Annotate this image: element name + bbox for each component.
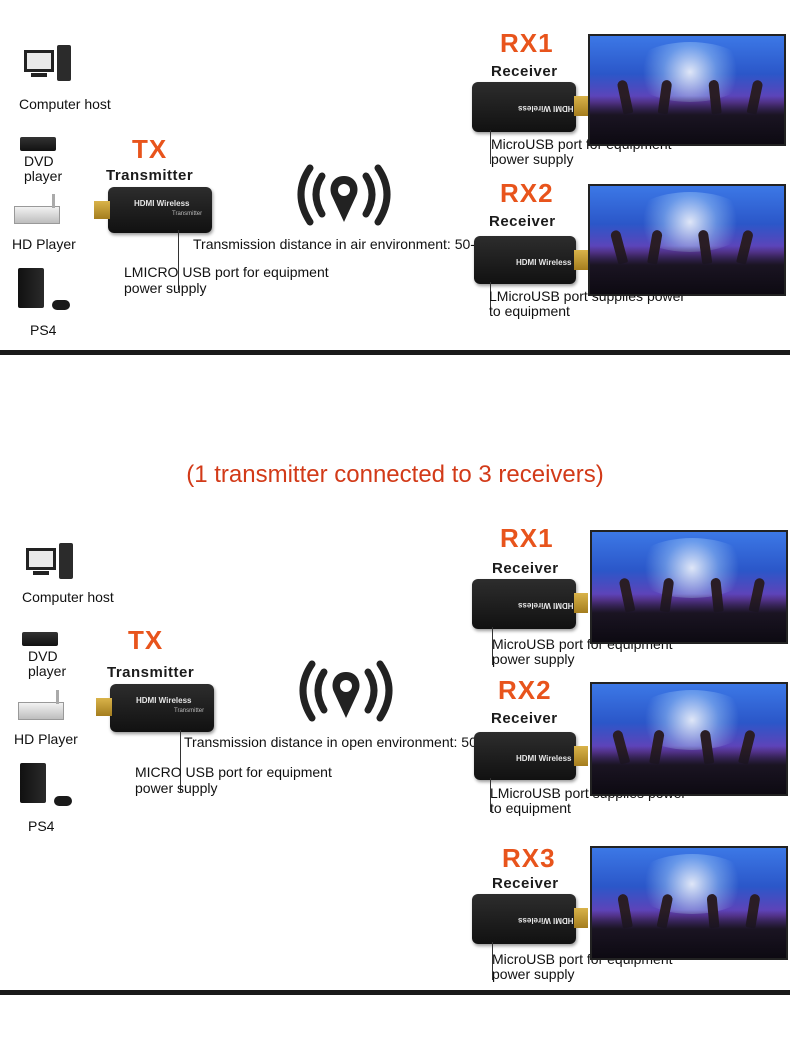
rx2-dongle: HDMI Wireless: [474, 236, 588, 284]
tx-dongle-2: HDMI Wireless Transmitter: [96, 684, 214, 732]
rx3-dongle: HDMI Wireless: [472, 894, 588, 944]
distance-note: Transmission distance in air environment…: [193, 236, 545, 252]
rx2-dongle-text-2: HDMI Wireless: [516, 754, 572, 763]
rx2-port-line-2: [490, 778, 491, 812]
dvd-player-icon-2: [22, 632, 58, 646]
tx-title-2: TX: [128, 625, 164, 655]
tx-title: TX: [132, 134, 168, 164]
distance-note-2: Transmission distance in open environmen…: [184, 734, 552, 750]
ps4-label: PS4: [30, 322, 57, 338]
rx2-dongle-text: HDMI Wireless: [516, 258, 572, 267]
tx-dongle-text: HDMI Wireless: [134, 199, 190, 208]
tx-port-line: [178, 230, 179, 290]
rx3-dongle-text: HDMI Wireless: [518, 916, 574, 925]
rx2-title-2: RX2: [498, 675, 552, 705]
rx2-subtitle: Receiver: [489, 213, 556, 230]
rx1-dongle: HDMI Wireless: [472, 82, 588, 132]
rx2-title: RX2: [500, 178, 554, 208]
rx2-tv-screen-2: [590, 682, 788, 796]
tx-dongle-small: Transmitter: [172, 211, 203, 217]
rx1-tv-screen-2: [590, 530, 788, 644]
rx1-tv-screen: [588, 34, 786, 146]
bottom-divider: [0, 990, 790, 995]
rx1-dongle-2: HDMI Wireless: [472, 579, 588, 629]
rx1-title: RX1: [500, 28, 554, 58]
ps4-label-2: PS4: [28, 818, 55, 834]
rx1-subtitle: Receiver: [491, 63, 558, 80]
wireless-signal-icon-2: [299, 660, 393, 722]
tx-port-note: LMICRO USB port for equipment power supp…: [124, 264, 329, 296]
tx-dongle: HDMI Wireless Transmitter: [94, 187, 212, 233]
rx3-title: RX3: [502, 843, 556, 873]
tx-port-line-2: [180, 730, 181, 792]
rx1-title-2: RX1: [500, 523, 554, 553]
tx-dongle-text-2: HDMI Wireless: [136, 696, 192, 705]
tx-port-note-2: MICRO USB port for equipment power suppl…: [135, 764, 332, 796]
computer-host-label-2: Computer host: [22, 589, 114, 605]
rx1-dongle-text-2: HDMI Wireless: [518, 601, 574, 610]
dvd-player-label-2: DVD player: [28, 648, 67, 679]
computer-host-label: Computer host: [19, 96, 111, 112]
rx3-port-line: [492, 942, 493, 980]
rx2-port-line: [490, 282, 491, 312]
hd-player-label: HD Player: [12, 236, 76, 252]
rx1-port-line: [490, 130, 491, 164]
tx-subtitle-2: Transmitter: [107, 664, 195, 681]
rx2-tv-screen: [588, 184, 786, 296]
rx2-subtitle-2: Receiver: [491, 710, 558, 727]
rx1-dongle-text: HDMI Wireless: [518, 104, 574, 113]
rx1-note-2: MicroUSB port for equipment power supply: [492, 636, 673, 667]
top-divider: [0, 350, 790, 355]
rx1-port-line-2: [492, 627, 493, 665]
dvd-player-label: DVD player: [24, 153, 63, 184]
tx-dongle-small-2: Transmitter: [174, 708, 205, 714]
tx-subtitle: Transmitter: [106, 167, 194, 184]
rx3-tv-screen: [590, 846, 788, 960]
wireless-signal-icon: [297, 164, 391, 226]
rx3-subtitle: Receiver: [492, 875, 559, 892]
configuration-caption: (1 transmitter connected to 3 receivers): [186, 461, 604, 488]
dvd-player-icon: [20, 137, 56, 151]
hd-player-label-2: HD Player: [14, 731, 78, 747]
rx1-subtitle-2: Receiver: [492, 560, 559, 577]
rx2-dongle-2: HDMI Wireless: [474, 732, 588, 780]
